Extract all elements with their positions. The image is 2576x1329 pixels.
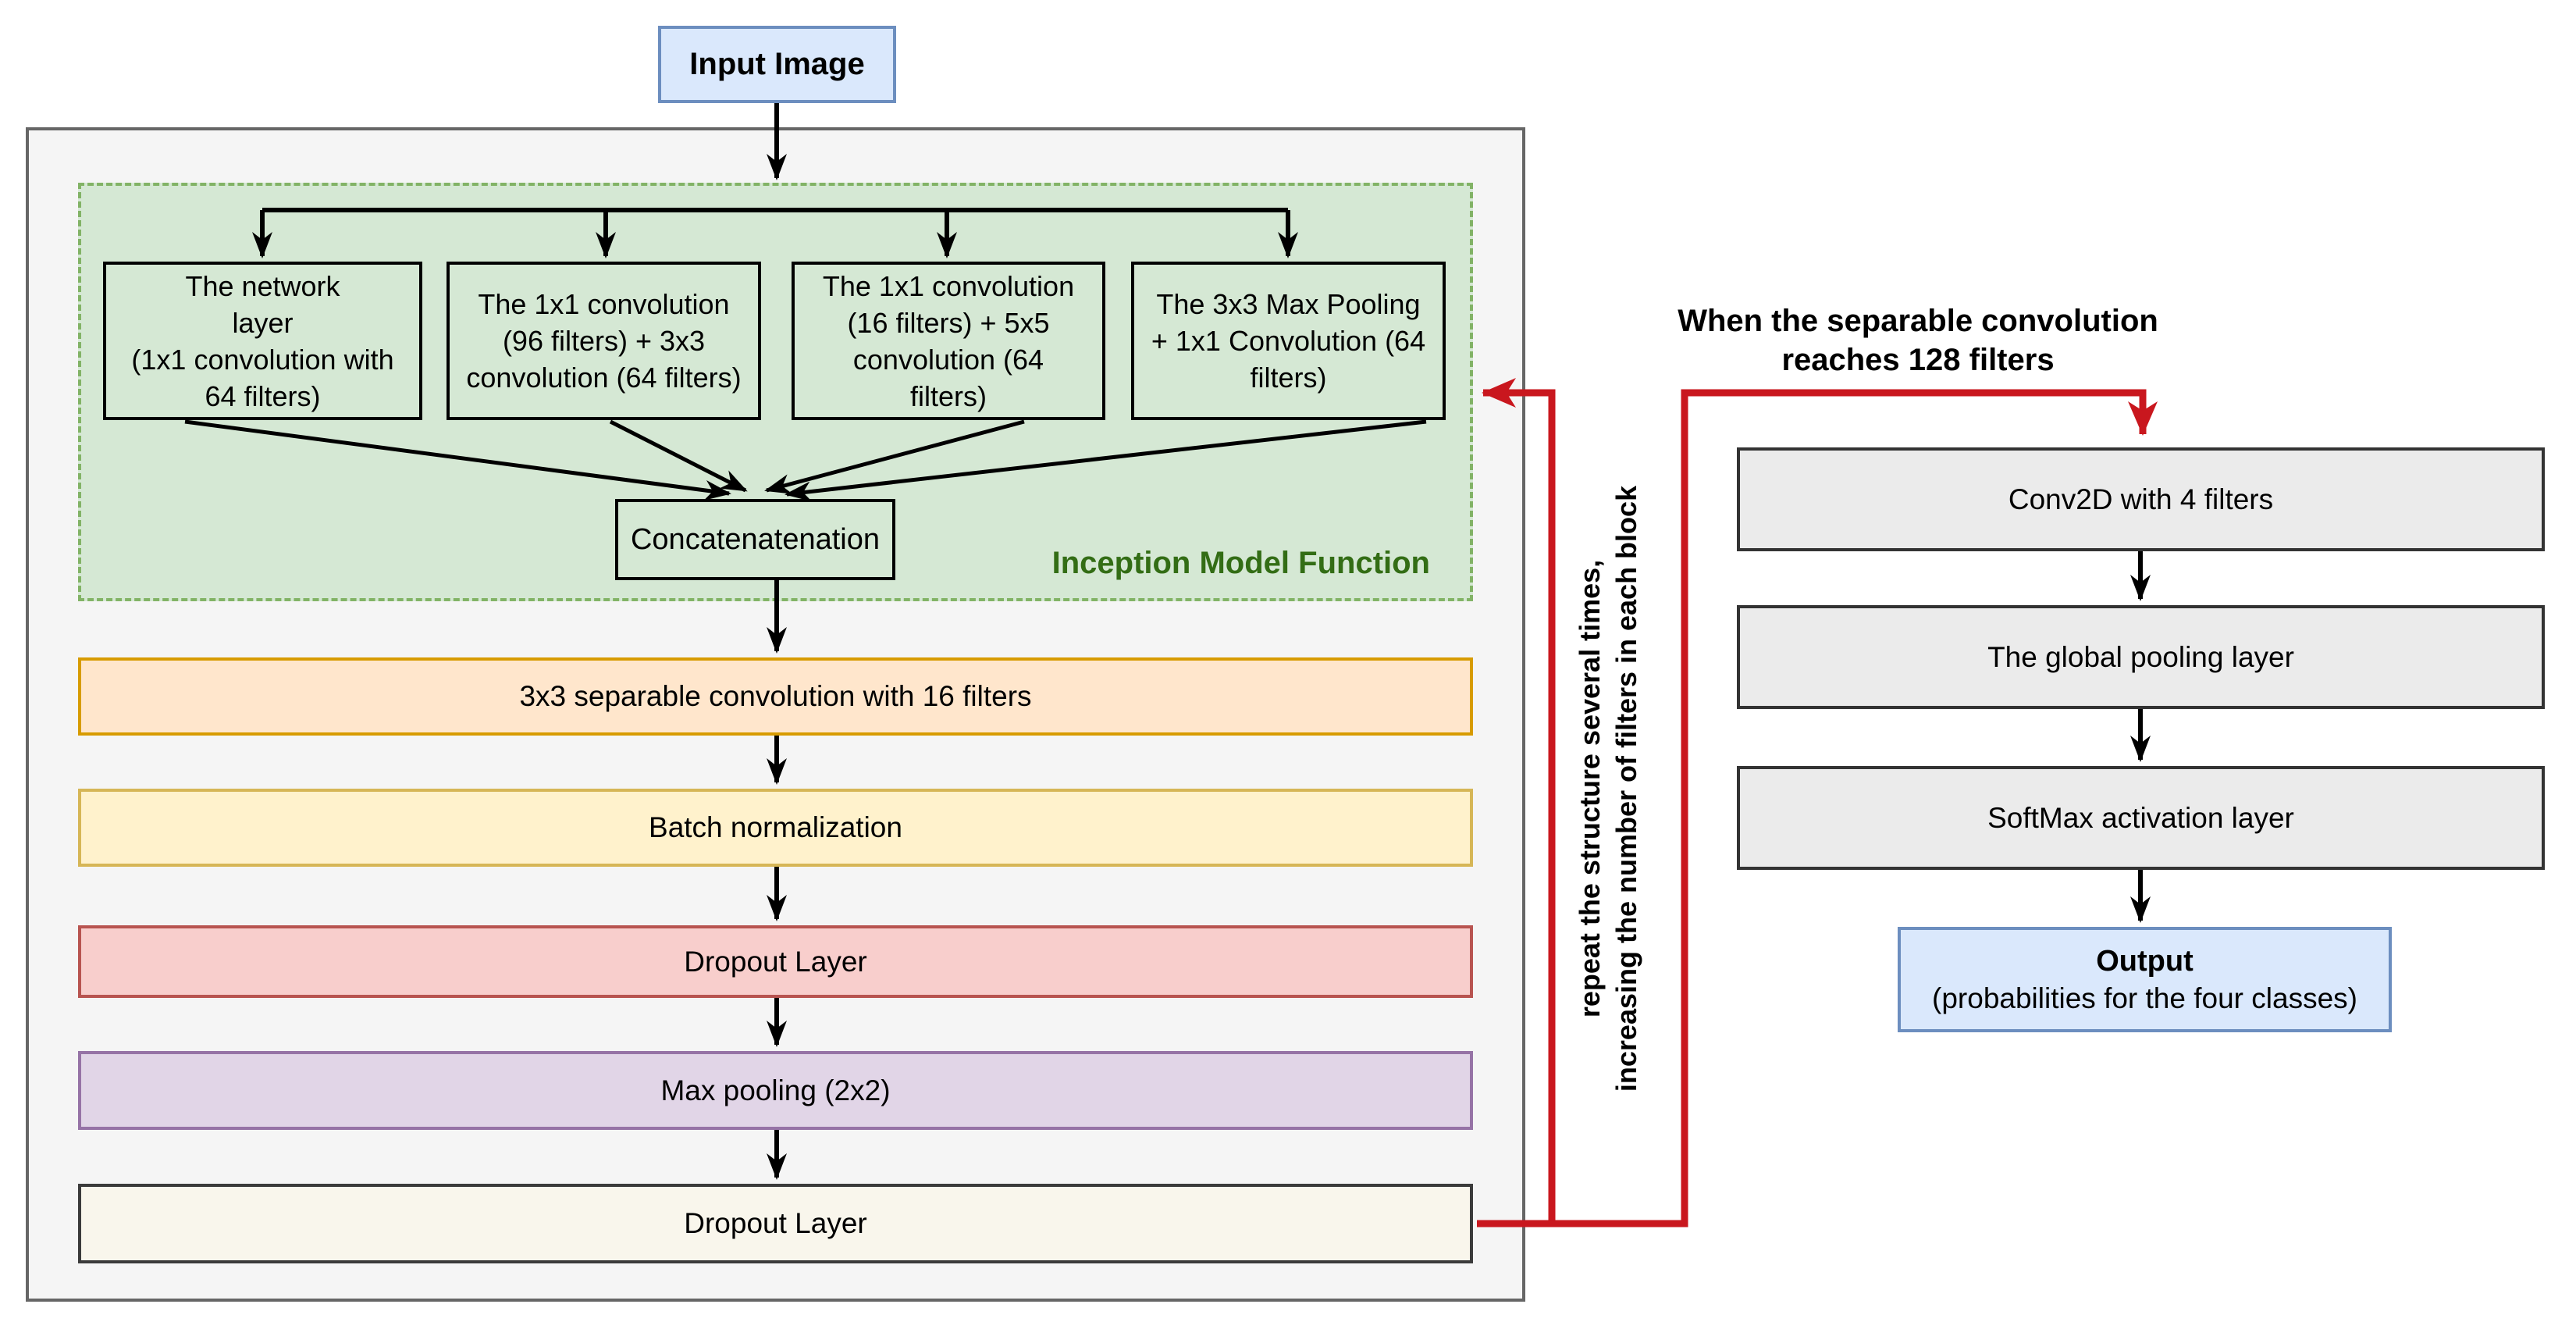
output-subtitle: (probabilities for the four classes) [1932,982,2357,1015]
softmax-box: SoftMax activation layer [1737,766,2545,870]
condition-heading: When the separable convolution reaches 1… [1678,304,2158,377]
dropout-layer-bar-2: Dropout Layer [78,1184,1473,1263]
output-title: Output [2096,944,2194,978]
inception-branch-5x5-box: The 1x1 convolution (16 filters) + 5x5 c… [792,262,1105,420]
inception-branch-1x1-box: The network layer (1x1 convolution with … [103,262,422,420]
inception-branch-3x3-box: The 1x1 convolution (96 filters) + 3x3 c… [447,262,761,420]
inception-region-label: Inception Model Function [1051,546,1430,580]
max-pooling-layer-bar: Max pooling (2x2) [78,1051,1473,1130]
inception-branch-maxpool-box: The 3x3 Max Pooling + 1x1 Convolution (6… [1131,262,1446,420]
dropout-layer-bar-1: Dropout Layer [78,925,1473,998]
repeat-loop-note: repeat the structure several times, incr… [1574,485,1642,1092]
batch-norm-layer-bar: Batch normalization [78,789,1473,867]
output-box: Output (probabilities for the four class… [1898,927,2392,1032]
input-image-box: Input Image [658,26,896,103]
concatenation-box: Concatenatenation [615,499,895,580]
inception-block-region [78,183,1473,601]
separable-conv-layer-bar: 3x3 separable convolution with 16 filter… [78,657,1473,736]
conv2d-head-box: Conv2D with 4 filters [1737,447,2545,551]
global-pooling-box: The global pooling layer [1737,605,2545,709]
